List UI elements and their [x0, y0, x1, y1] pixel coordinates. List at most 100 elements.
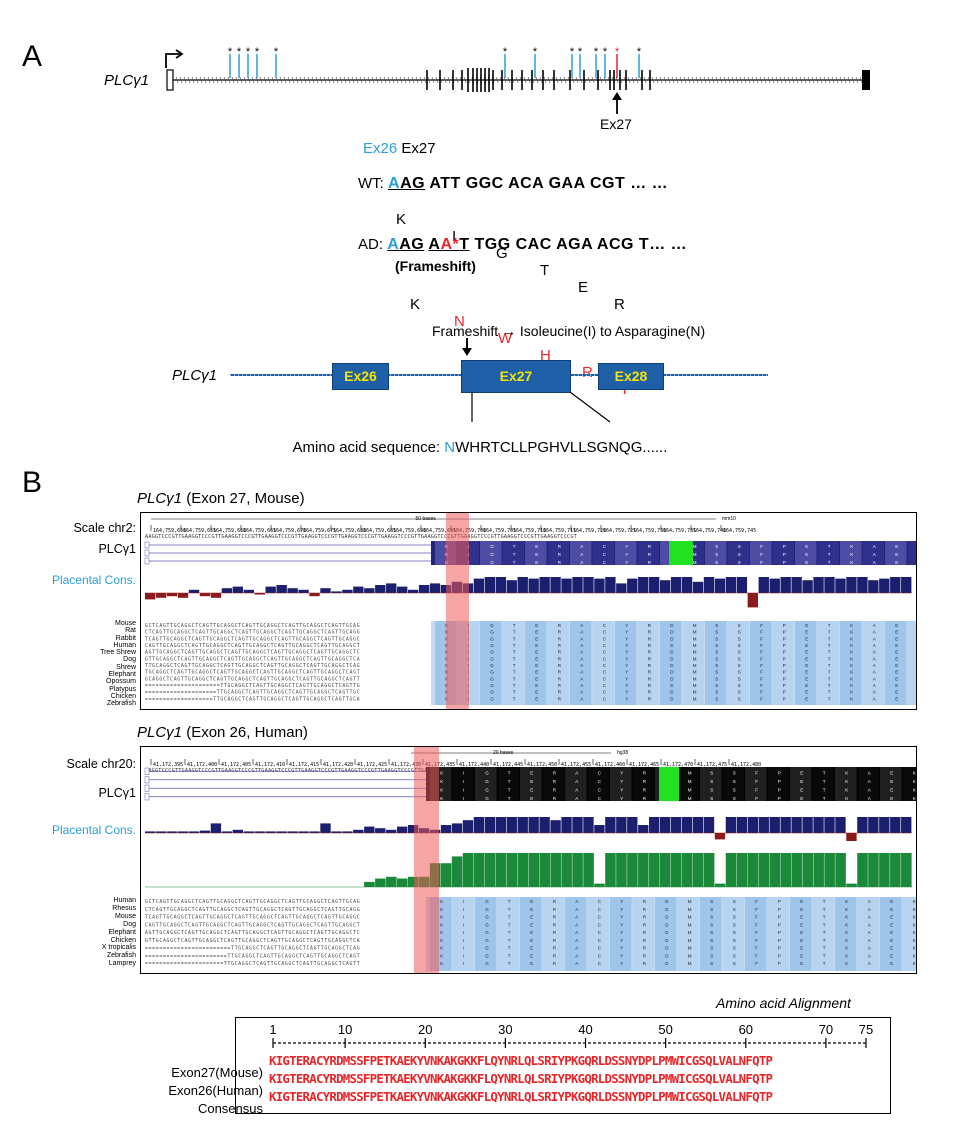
aa-letter: R — [558, 552, 562, 557]
aa-letter: F — [755, 796, 758, 801]
species-label: Dog — [123, 920, 136, 928]
cons-bar — [561, 578, 572, 593]
aa-letter: S — [738, 690, 741, 695]
aa-letter: E — [890, 961, 893, 966]
aa-letter: A — [868, 899, 871, 904]
aa-letter: E — [805, 544, 808, 549]
aa-letter: Y — [620, 779, 623, 784]
aa-letter: C — [603, 560, 607, 565]
aa-letter: C — [603, 636, 607, 641]
aa-letter: K — [913, 915, 916, 920]
cons-bar-green — [495, 853, 507, 887]
aa-letter: A — [873, 636, 876, 641]
aa-letter: A — [873, 544, 876, 549]
aa-letter: A — [575, 922, 578, 927]
aa-letter: A — [873, 630, 876, 635]
aa-letter: R — [558, 636, 562, 641]
aa-letter: M — [693, 670, 697, 675]
cons-bar-green — [616, 853, 627, 887]
aa-letter: E — [535, 630, 538, 635]
aa-letter: R — [558, 650, 562, 655]
svg-text:*: * — [570, 46, 575, 58]
aa-letter: E — [535, 696, 538, 701]
cons-bar — [890, 817, 901, 833]
aa-letter: A — [580, 650, 583, 655]
aa-letter: K — [913, 788, 916, 793]
svg-text:CTCAGTTGCAGGCTCAGTTGCAGGCTCAGT: CTCAGTTGCAGGCTCAGTTGCAGGCTCAGTTGCAGGCTCA… — [145, 630, 360, 636]
aa-letter: S — [715, 650, 718, 655]
coordinate-label: 41,172,420 — [323, 762, 353, 768]
ad-sequence: AD: AAG AA*T TGG CAC AGA ACG T… … — [358, 236, 687, 254]
aa-letter: K — [913, 796, 916, 801]
aa-letter: E — [890, 907, 893, 912]
cons-bar — [835, 578, 846, 593]
aa-letter: A — [580, 690, 583, 695]
aa-letter: A — [575, 779, 578, 784]
aa-letter: K — [845, 953, 848, 958]
aa-letter: K — [913, 961, 916, 966]
aa-letter: K — [913, 899, 916, 904]
aa-letter: S — [733, 915, 736, 920]
aa-letter: A — [575, 953, 578, 958]
ad-aa: H — [540, 347, 551, 364]
coordinate-label: 164,759,710 — [513, 528, 546, 534]
aa-letter: G — [490, 676, 494, 681]
exon-header: Ex26 Ex27 — [363, 140, 436, 157]
aa-letter: C — [603, 650, 607, 655]
cons-bar — [265, 586, 276, 593]
assembly-text: mm10 — [722, 516, 736, 522]
aa-letter: E — [800, 907, 803, 912]
svg-text:*: * — [594, 46, 599, 58]
species-label: Shrew — [116, 663, 136, 671]
cons-bar — [517, 817, 528, 833]
coordinate-label: 164,759,660 — [213, 528, 246, 534]
aa-letter: K — [913, 922, 916, 927]
aa-letter: S — [738, 683, 741, 688]
svg-text:*: * — [578, 46, 583, 58]
alignment-row-sequence: KIGTERACYRDMSSFPETKAEKYVNKAKGKKFLQYNRLQL… — [269, 1053, 773, 1068]
svg-text:AGTTGCAGGCTCAGTTGCAGGCTCAGTTGC: AGTTGCAGGCTCAGTTGCAGGCTCAGTTGCAGGCTCAGTT… — [145, 930, 360, 936]
cons-bar — [375, 585, 386, 593]
species-label: Platypus — [109, 685, 136, 693]
aa-letter: T — [513, 696, 516, 701]
aa-letter: K — [850, 696, 853, 701]
aa-letter: E — [895, 650, 898, 655]
aa-letter: A — [580, 663, 583, 668]
coordinate-label: 41,172,435 — [425, 762, 455, 768]
ruler-tick-label: 50 — [658, 1022, 672, 1037]
aa-letter: M — [688, 899, 692, 904]
aa-letter: M — [693, 696, 697, 701]
cons-bar — [550, 820, 561, 833]
aa-letter: S — [733, 930, 736, 935]
aa-letter: S — [738, 560, 741, 565]
aa-letter: C — [603, 643, 607, 648]
aa-letter: S — [710, 938, 713, 943]
cons-bar — [879, 578, 890, 593]
aa-letter: T — [513, 663, 516, 668]
aa-letter: P — [783, 643, 786, 648]
aa-letter: G — [485, 953, 489, 958]
cons-bar-green — [386, 876, 397, 887]
cons-bar-green — [846, 883, 857, 887]
aa-letter: D — [665, 899, 669, 904]
aa-letter: D — [665, 907, 669, 912]
aa-letter: S — [738, 696, 741, 701]
aa-letter: G — [490, 636, 494, 641]
aa-letter: T — [823, 899, 826, 904]
cons-bar-green — [605, 853, 616, 887]
svg-text:*: * — [228, 46, 233, 58]
aa-letter: S — [710, 907, 713, 912]
coordinate-label: 164,759,745 — [723, 528, 756, 534]
ad-aa: K — [410, 296, 421, 313]
aa-letter: T — [828, 696, 831, 701]
human-title: PLCγ1 (Exon 26, Human) — [137, 724, 308, 741]
aa-letter: G — [490, 560, 494, 565]
aa-letter: R — [643, 907, 647, 912]
aa-letter: T — [508, 788, 511, 793]
coordinate-label: 164,759,690 — [393, 528, 426, 534]
cons-bar — [649, 817, 660, 833]
aa-letter: K — [913, 953, 916, 958]
aa-letter: T — [508, 953, 511, 958]
aa-letter: A — [575, 788, 578, 793]
